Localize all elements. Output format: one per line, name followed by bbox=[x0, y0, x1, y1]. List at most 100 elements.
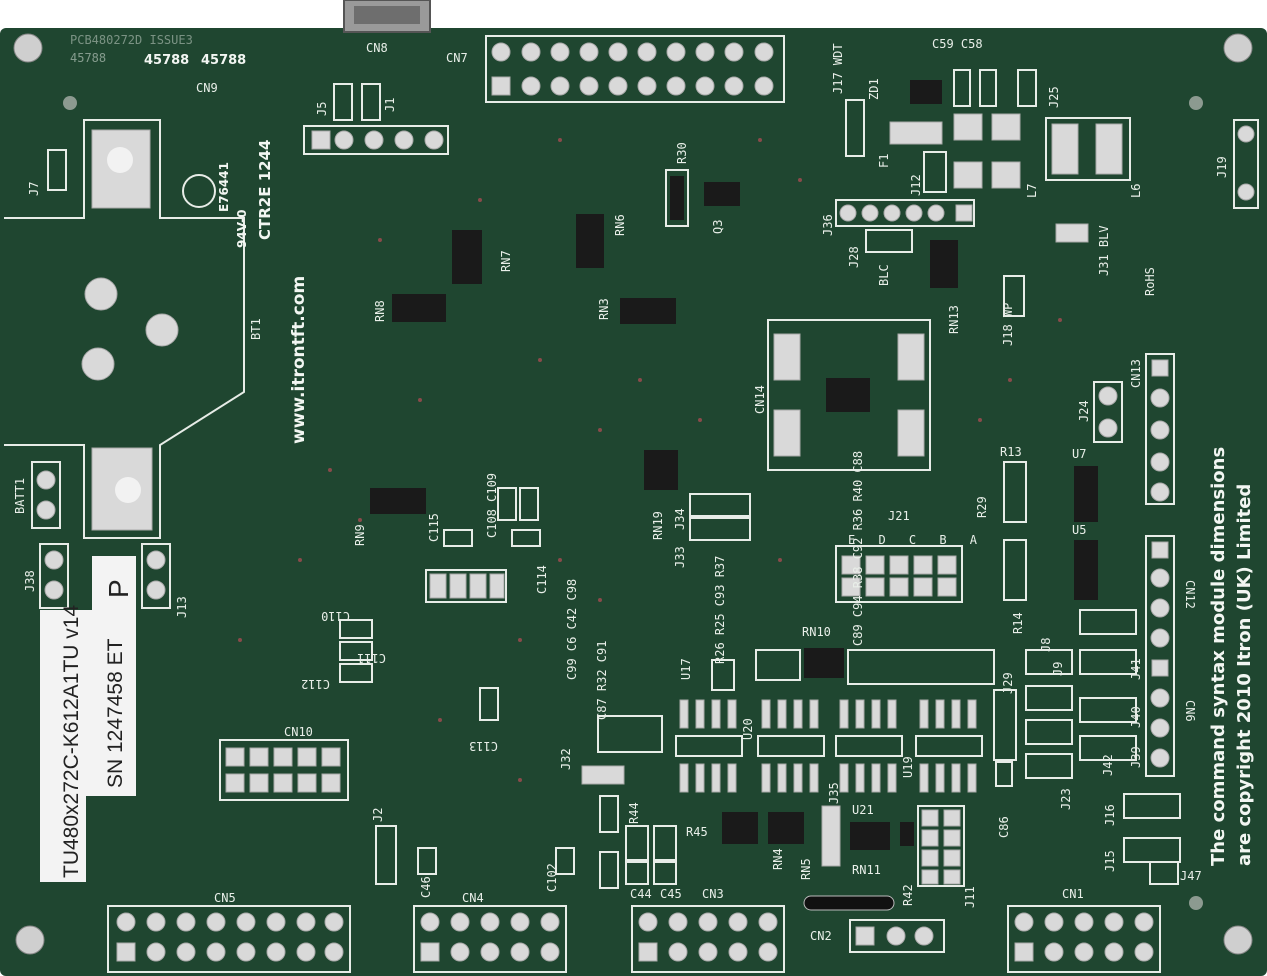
j21-columns: E D C B A bbox=[848, 533, 985, 547]
rn8-chip bbox=[392, 294, 446, 322]
l7-label: L7 bbox=[1025, 184, 1039, 198]
copyright-line-2: are copyright 2010 Itron (UK) Limited bbox=[1234, 484, 1255, 866]
sticker-serial: SN 1247458 ET bbox=[104, 638, 127, 788]
rn19-label: RN19 bbox=[651, 511, 665, 540]
code-2: 45788 bbox=[144, 53, 189, 68]
cn9-label: CN9 bbox=[196, 81, 218, 95]
j36-header bbox=[835, 199, 975, 227]
r30-label: R30 bbox=[675, 142, 689, 164]
j9-label: J9 bbox=[1051, 662, 1065, 676]
j21-label: J21 bbox=[888, 509, 910, 523]
j18-label: J18 WP bbox=[1001, 303, 1015, 346]
u-chip-4 bbox=[915, 699, 983, 793]
cn14-label: CN14 bbox=[753, 385, 767, 414]
j36-label: J36 bbox=[821, 214, 835, 236]
c86-label: C86 bbox=[997, 816, 1011, 838]
j17-label: J17 WDT bbox=[831, 43, 845, 94]
q3-transistor bbox=[704, 182, 740, 206]
c114-label: C114 bbox=[535, 565, 549, 594]
rn13-chip bbox=[930, 240, 958, 288]
serial-sticker: TU480x272C-K612A1TU v14 SN 1247458 ET P bbox=[40, 556, 136, 882]
right-row-label: C89 C94 R38 C92 R36 R40 C88 bbox=[851, 451, 865, 646]
c45-label: C45 bbox=[660, 887, 682, 901]
j8-label: J8 bbox=[1039, 638, 1053, 652]
c113-label: C113 bbox=[469, 739, 498, 753]
cn5-label: CN5 bbox=[214, 891, 236, 905]
vias bbox=[238, 138, 1062, 782]
rn13-label: RN13 bbox=[947, 305, 961, 334]
rn10-chip bbox=[804, 648, 844, 678]
ul-logo bbox=[182, 174, 216, 208]
u19-label: U19 bbox=[901, 756, 915, 778]
cn4-header bbox=[413, 905, 567, 973]
j31-jumper bbox=[1055, 223, 1089, 243]
q3-label: Q3 bbox=[711, 220, 725, 234]
r13-label: R13 bbox=[1000, 445, 1022, 459]
mounting-hole bbox=[13, 33, 43, 63]
rn9-label: RN9 bbox=[353, 524, 367, 546]
j35-label: J35 bbox=[827, 782, 841, 804]
r29-label: R29 bbox=[975, 496, 989, 518]
r14-label: R14 bbox=[1011, 612, 1025, 634]
rn6-chip bbox=[576, 214, 604, 268]
j25-label: J25 bbox=[1047, 86, 1061, 108]
cn14-connector bbox=[767, 319, 931, 471]
batt1-label: BATT1 bbox=[13, 478, 27, 514]
u5-label: U5 bbox=[1072, 523, 1086, 537]
rn11-label: RN11 bbox=[852, 863, 881, 877]
cn12-label: CN12 bbox=[1183, 580, 1197, 609]
battery-pin bbox=[81, 347, 115, 381]
cn3-label: CN3 bbox=[702, 887, 724, 901]
rn19-chip bbox=[644, 450, 678, 490]
j38-label: J38 bbox=[23, 570, 37, 592]
j28-label: J28 bbox=[847, 246, 861, 268]
bt1-label: BT1 bbox=[249, 318, 263, 340]
cn12-header bbox=[1145, 535, 1175, 777]
j5-label: J5 bbox=[315, 102, 329, 116]
cert-line-1: E76441 bbox=[217, 162, 231, 212]
u20-chip bbox=[675, 699, 743, 793]
c108-c109-label: C108 C109 bbox=[485, 473, 499, 538]
j16-label: J16 bbox=[1103, 804, 1117, 826]
zd1-diode bbox=[910, 80, 942, 104]
rn5-label: RN5 bbox=[799, 858, 813, 880]
j31-label: J31 BLV bbox=[1097, 225, 1111, 276]
sticker-model: TU480x272C-K612A1TU v14 bbox=[60, 605, 83, 878]
code-1: 45788 bbox=[70, 51, 106, 65]
j29-label: J29 bbox=[1001, 672, 1015, 694]
c115-label: C115 bbox=[427, 513, 441, 542]
rn3-label: RN3 bbox=[597, 298, 611, 320]
c44-label: C44 bbox=[630, 887, 652, 901]
rn3-chip bbox=[620, 298, 676, 324]
j34-label: J34 bbox=[673, 508, 687, 530]
u20-label: U20 bbox=[741, 718, 755, 740]
cn4-pins bbox=[420, 912, 560, 962]
cn1-pins bbox=[1014, 912, 1154, 962]
j32-label: J32 bbox=[559, 748, 573, 770]
cn4-label: CN4 bbox=[462, 891, 484, 905]
cn5-header bbox=[107, 905, 351, 973]
j2-label: J2 bbox=[371, 808, 385, 822]
copyright-line-1: The command syntax module dimensions bbox=[1208, 447, 1229, 866]
battery-outline bbox=[4, 119, 245, 539]
rn7-label: RN7 bbox=[499, 250, 513, 272]
c102-label: C102 bbox=[545, 863, 559, 892]
j42-label: J42 bbox=[1101, 754, 1115, 776]
sticker-stamp: P bbox=[103, 579, 134, 598]
cn2-header bbox=[849, 919, 945, 953]
u7-chip bbox=[1074, 466, 1098, 522]
cap-array bbox=[425, 569, 507, 603]
j19-label: J19 bbox=[1215, 156, 1229, 178]
cn10-pads bbox=[225, 747, 341, 793]
l6-label: L6 bbox=[1129, 184, 1143, 198]
cn10-header bbox=[219, 739, 349, 801]
j21-pads bbox=[841, 555, 957, 597]
slot-cutout bbox=[803, 895, 895, 911]
r44-label: R44 bbox=[627, 802, 641, 824]
website-url: www.itrontft.com bbox=[289, 276, 309, 444]
j12-label: J12 bbox=[909, 174, 923, 196]
cn8-label: CN8 bbox=[366, 41, 388, 55]
cn13-label: CN13 bbox=[1129, 359, 1143, 388]
rn9-chip bbox=[370, 488, 426, 514]
